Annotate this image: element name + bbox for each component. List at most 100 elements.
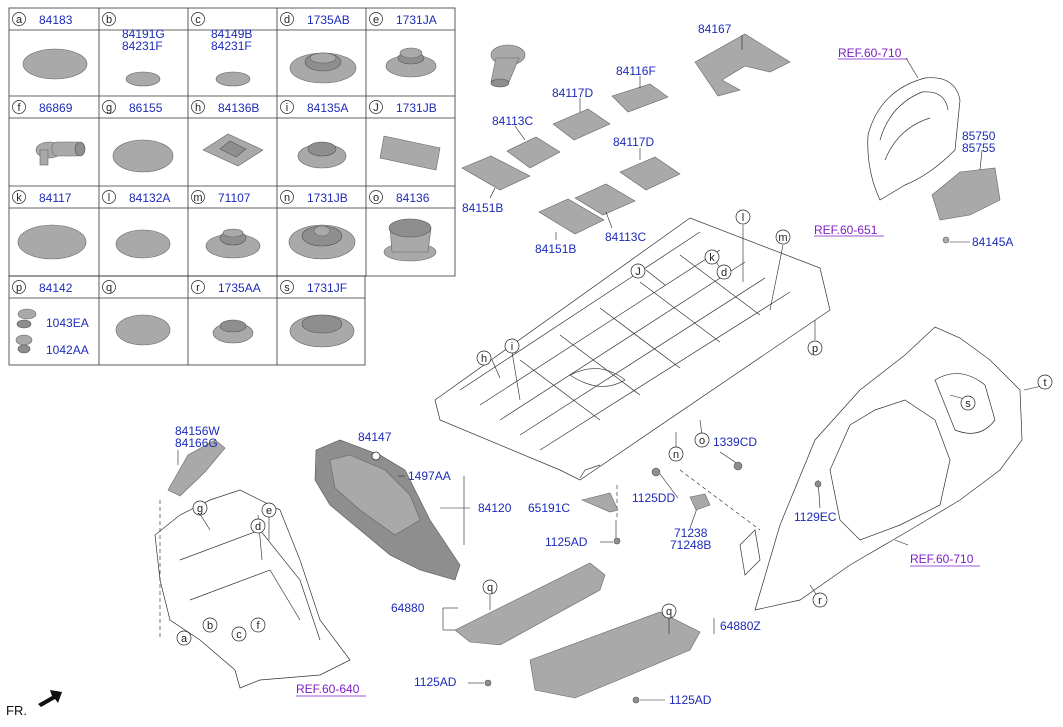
plug-84136B-icon (112, 139, 174, 173)
legend-letter: f (17, 102, 21, 114)
under-cover-64880 (454, 562, 606, 646)
marker-m: m (775, 229, 791, 245)
marker-c: c (231, 626, 247, 642)
marker-d: d (716, 264, 732, 280)
svg-text:c: c (236, 629, 242, 641)
legend-letter: h (195, 102, 201, 114)
callout-84113C-1: 84113C (492, 114, 533, 128)
callout-84116F: 84116F (616, 64, 656, 78)
callout-1339CD: 1339CD (713, 435, 757, 449)
grommet-84142-icon (383, 218, 437, 262)
legend-letter-circle (12, 280, 26, 294)
marker-i: i (504, 338, 520, 354)
legend-letter-circle (191, 12, 205, 26)
callout-84151B-1: 84151B (462, 201, 503, 215)
floor-pads (461, 33, 791, 235)
legend-part-number: 84231F (122, 39, 163, 53)
marker-s: s (960, 395, 976, 411)
svg-text:k: k (709, 252, 715, 264)
callout-1125AD-2: 1125AD (414, 675, 457, 689)
marker-q-2: q (661, 603, 677, 619)
legend-part-number: 84191G (122, 27, 165, 41)
marker-l: l (735, 209, 751, 225)
legend-letter: l (108, 192, 110, 204)
plug-1735AA-icon (115, 314, 171, 346)
clip-1042AA-icon (15, 334, 33, 354)
legend-letter-circle (102, 12, 116, 26)
svg-text:n: n (673, 449, 679, 461)
marker-d-2: d (250, 518, 266, 534)
svg-text:e: e (266, 505, 272, 517)
clip-1043EA-icon (16, 308, 37, 329)
callout-1125AD-3: 1125AD (669, 693, 712, 707)
legend-letter-circle (280, 280, 294, 294)
callout-84120: 84120 (478, 501, 512, 515)
legend-letter-circle (369, 100, 383, 114)
grommet-1731JB-n-icon (205, 228, 261, 259)
svg-text:l: l (742, 212, 744, 224)
legend-letter-circle (102, 190, 116, 204)
leader-lines (159, 35, 1043, 701)
legend-part-number: 71107 (218, 191, 251, 205)
svg-text:q: q (487, 582, 493, 594)
svg-text:f: f (256, 620, 260, 632)
grommet-84136-icon (288, 224, 356, 260)
callout-labels: 84167 84116F 84117D 84113C 84117D 84151B… (175, 22, 1013, 707)
marker-h: h (476, 350, 492, 366)
ref-60-710-top: REF.60-710 (838, 46, 902, 60)
callout-84151B-2: 84151B (535, 242, 576, 256)
ref-60-710-bottom: REF.60-710 (910, 552, 974, 566)
legend-letter: o (373, 192, 379, 204)
legend-letter: c (195, 14, 201, 26)
callout-1129EC: 1129EC (794, 510, 837, 524)
legend-part-number: 1731JA (396, 13, 437, 27)
pad-84116F (611, 83, 669, 113)
svg-text:d: d (255, 521, 261, 533)
marker-a: a (176, 630, 192, 646)
clip-84145A (942, 236, 950, 244)
pad-84117D-1 (552, 108, 611, 141)
legend-part-number: 84117 (39, 191, 72, 205)
svg-text:h: h (481, 353, 487, 365)
legend-part-number: 84231F (211, 39, 252, 53)
legend-letter-circle (191, 190, 205, 204)
legend-part-number: 86155 (129, 101, 163, 115)
legend-letter-circle (12, 100, 26, 114)
callout-71248B: 71248B (670, 538, 711, 552)
marker-g: g (192, 500, 208, 516)
legend-letter-circle (12, 12, 26, 26)
legend-q-part-number: 1042AA (46, 343, 89, 357)
svg-text:o: o (699, 435, 705, 447)
pad-84113C-1 (506, 136, 561, 169)
legend-part-number: 84132A (129, 191, 170, 205)
legend-part-number: 1731JB (307, 191, 348, 205)
clip-86155-icon (35, 141, 86, 166)
marker-q-1: q (482, 579, 498, 595)
tape-84117-icon (379, 135, 441, 171)
svg-text:J: J (635, 266, 641, 278)
callout-84145A: 84145A (972, 235, 1013, 249)
svg-text:q: q (666, 606, 672, 618)
marker-t: t (1037, 374, 1053, 390)
legend-letter: i (286, 102, 288, 114)
marker-k: k (704, 249, 720, 265)
marker-b: b (202, 617, 218, 633)
legend-letter: q (106, 282, 112, 294)
legend-letter-circle (191, 100, 205, 114)
legend-part-number: 1731JB (396, 101, 437, 115)
legend-part-number: 84142 (39, 281, 73, 295)
svg-text:a: a (181, 633, 188, 645)
floor-panel-outline (434, 217, 831, 481)
legend-letter: p (16, 282, 22, 294)
wheelhouse-assembly (867, 77, 1001, 244)
dash-insulator (314, 439, 461, 581)
legend-cell-q: q (102, 280, 116, 294)
